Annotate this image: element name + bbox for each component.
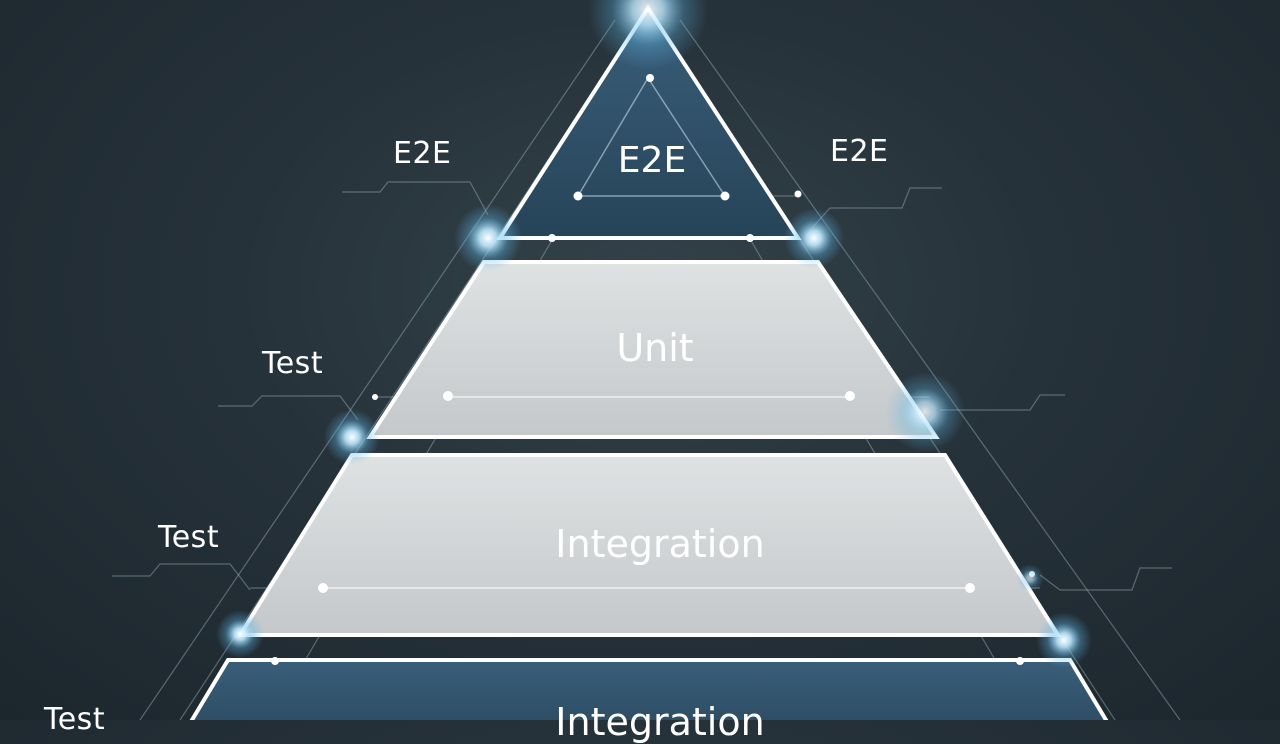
tier-label-unit: Unit [616,326,694,370]
side-label-left-top: E2E [393,136,452,171]
tier-bottom-integration [189,658,1109,720]
tier-label-integration: Integration [555,522,765,566]
testing-pyramid-diagram: E2E Unit Integration Integration E2E E2E… [112,0,1181,720]
tier-label-e2e: E2E [617,140,687,181]
side-label-left-lower: Test [158,520,220,555]
glow-highlights [216,0,1092,668]
side-label-left-mid: Test [262,346,324,381]
pyramid-graphic [112,0,1181,720]
side-label-right-top: E2E [830,134,889,169]
tier-top-e2e [496,4,802,240]
tier-label-bottom: Integration [555,700,765,744]
